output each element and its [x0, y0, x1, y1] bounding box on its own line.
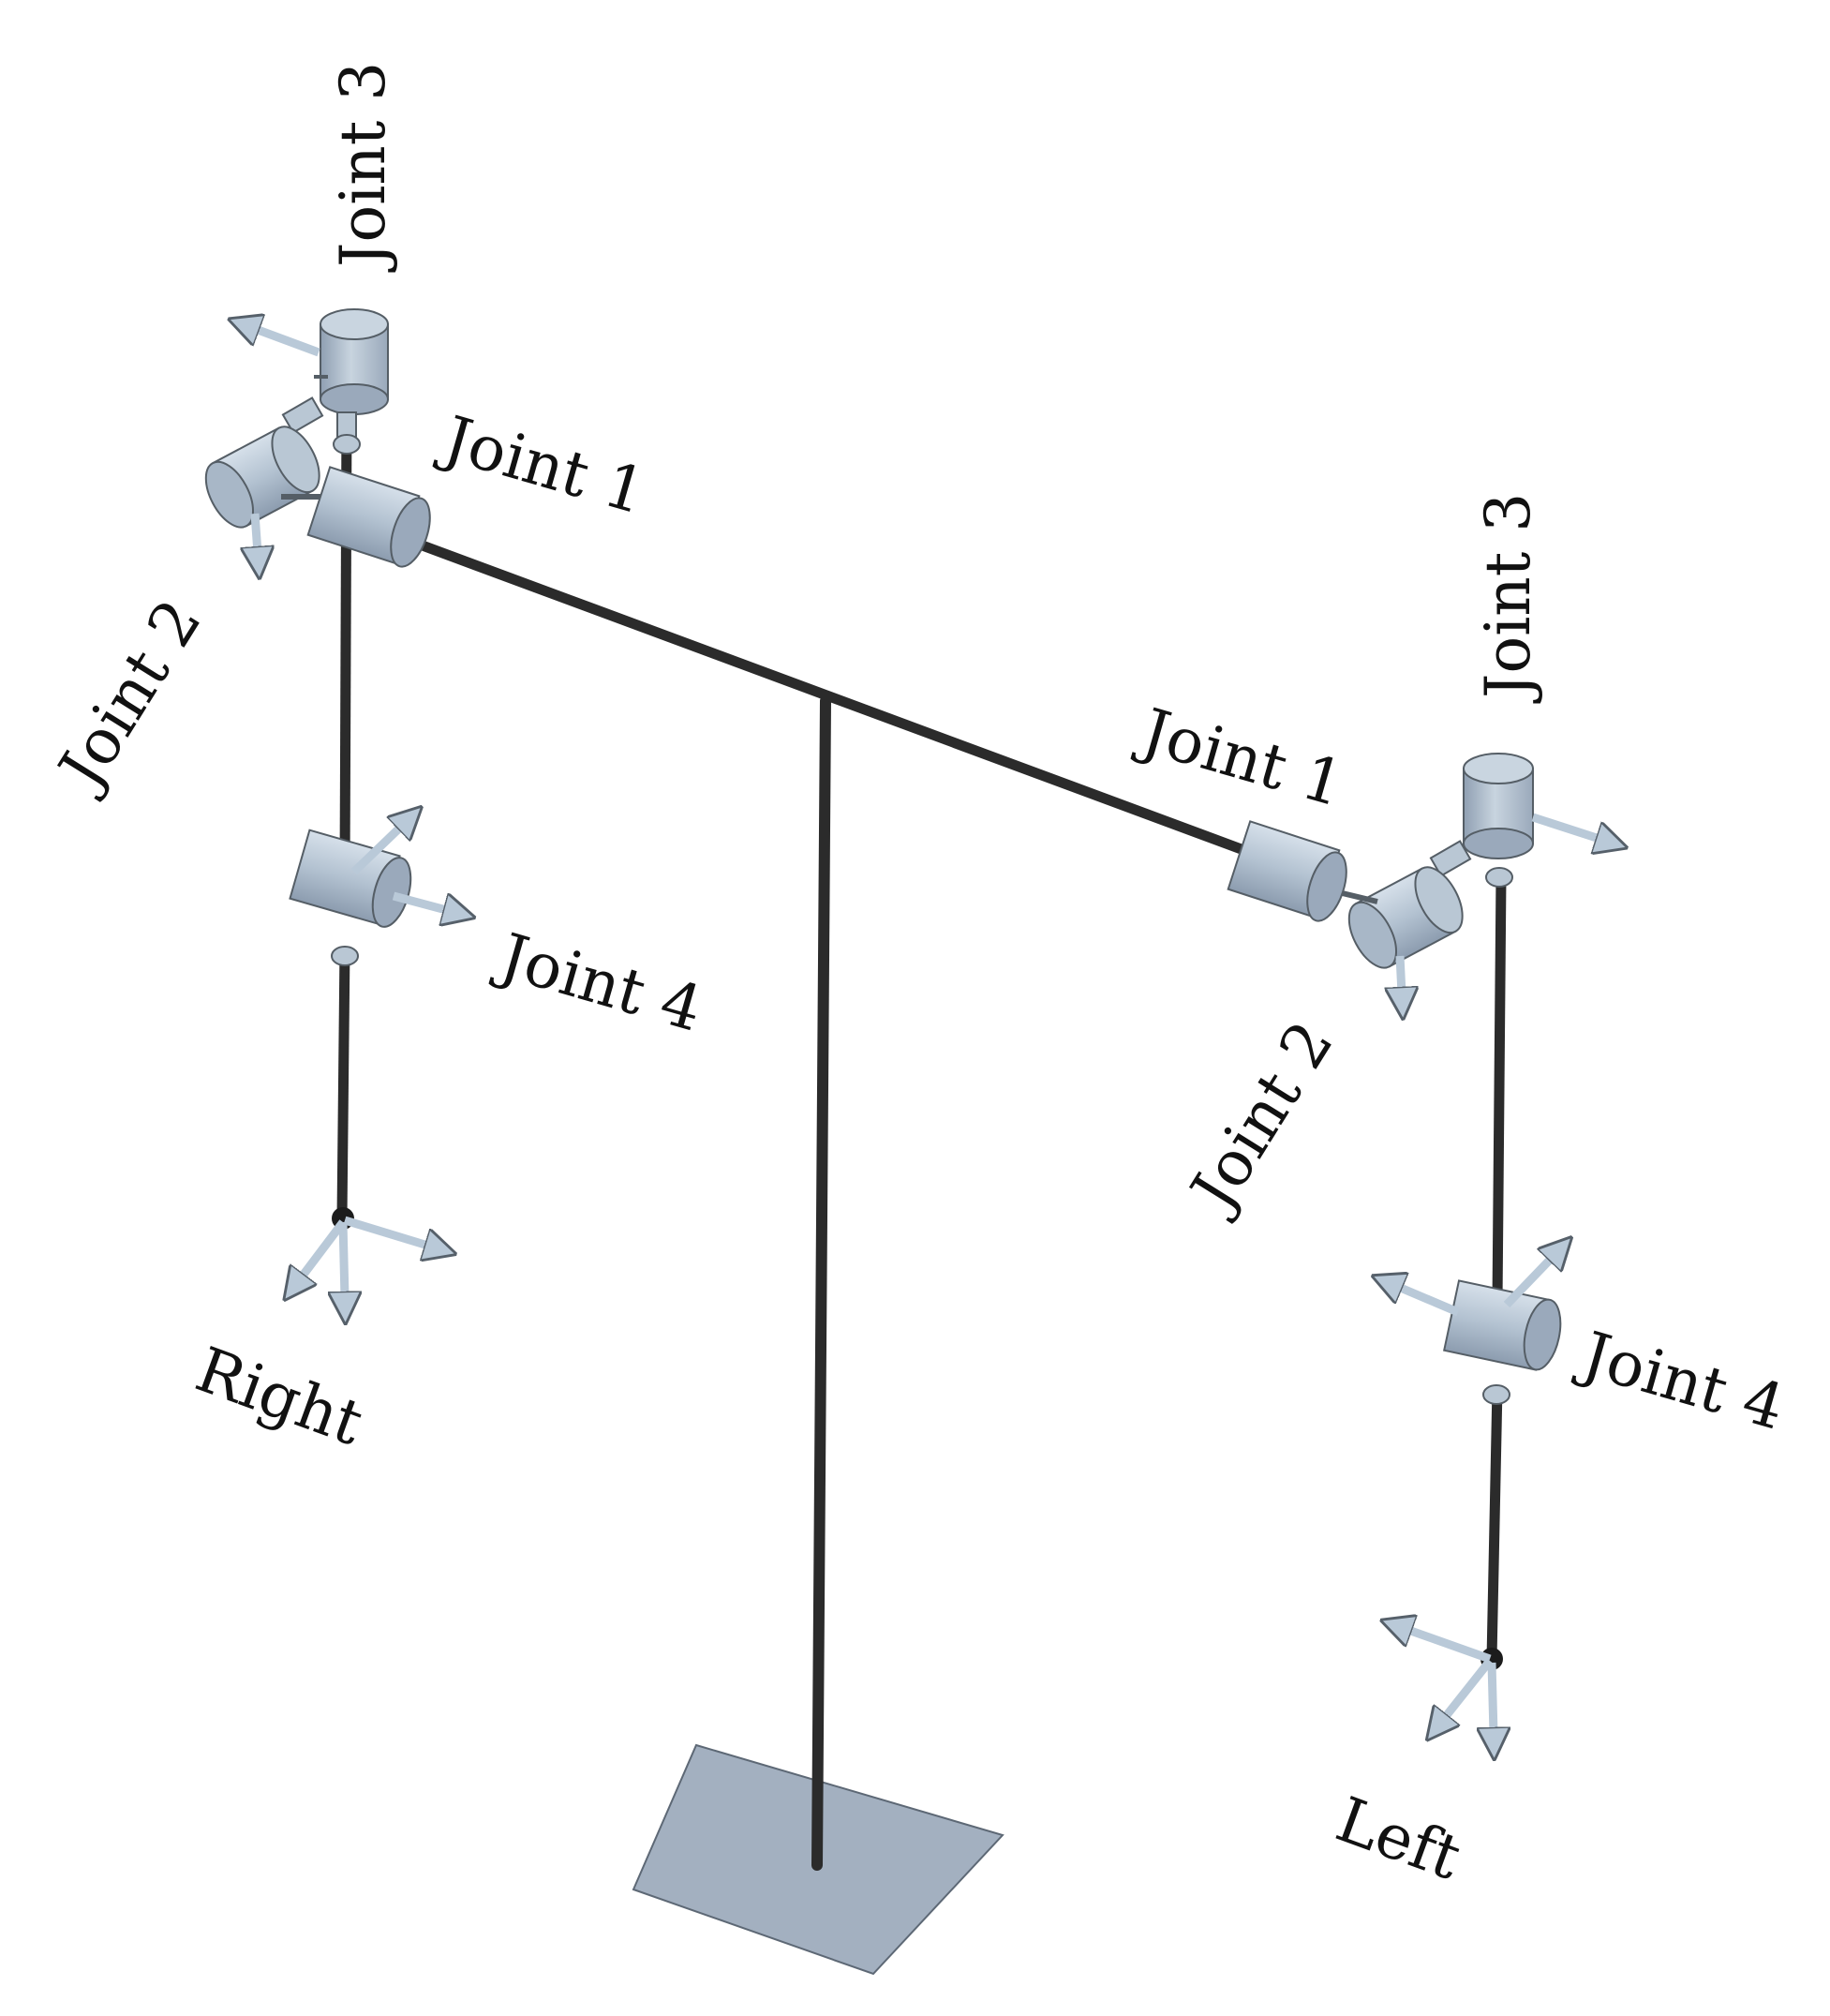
arrow-icon [343, 1221, 345, 1298]
left-joint1-label: Joint 1 [1129, 694, 1352, 821]
right-end-label: Right [187, 1334, 372, 1460]
arrow-icon [255, 513, 258, 553]
axis-arrows [253, 328, 1602, 1734]
central-pole [811, 695, 831, 1871]
arrow-icon [392, 891, 450, 911]
left-lower-rod [1486, 1386, 1503, 1660]
arrow-icon [1443, 1658, 1494, 1720]
shoulder-bar [410, 536, 1248, 857]
arrow-icon [1503, 1256, 1554, 1308]
arrow-icon [1396, 1286, 1460, 1317]
left-joint1-cylinder [1227, 820, 1347, 922]
right-joint4-cylinder [289, 829, 412, 928]
arrow-icon [300, 1219, 347, 1279]
right-joint3-cylinder [320, 308, 389, 438]
arrow-icon [350, 825, 403, 875]
left-joint2-cylinder [1347, 866, 1464, 969]
left-joint2-label: Joint 2 [1174, 1009, 1347, 1227]
right-joint2-label: Joint 2 [42, 588, 216, 805]
right-j3-connector [281, 396, 324, 434]
left-joint3-cylinder [1463, 753, 1534, 859]
right-lower-rod [336, 946, 350, 1219]
left-joint4-cylinder [1443, 1279, 1562, 1371]
left-joint3-label: Joint 3 [1472, 493, 1544, 704]
left-end-label: Left [1328, 1784, 1470, 1894]
right-joint1-cylinder [306, 466, 431, 568]
arrow-icon [343, 1216, 431, 1247]
left-upper-rod [1492, 875, 1507, 1304]
left-joint4-label: Joint 4 [1570, 1317, 1793, 1444]
left-j3-connector [1429, 840, 1472, 877]
arrow-icon [1406, 1629, 1492, 1664]
arrow-icon [1400, 955, 1402, 993]
arrow-icon [1531, 813, 1602, 840]
right-joint2-cylinder [204, 426, 320, 529]
right-joint3-label: Joint 3 [327, 62, 399, 273]
right-joint1-label: Joint 1 [431, 401, 654, 529]
right-joint4-label: Joint 4 [487, 918, 710, 1046]
arrow-icon [253, 328, 320, 357]
arrow-icon [1492, 1662, 1494, 1734]
